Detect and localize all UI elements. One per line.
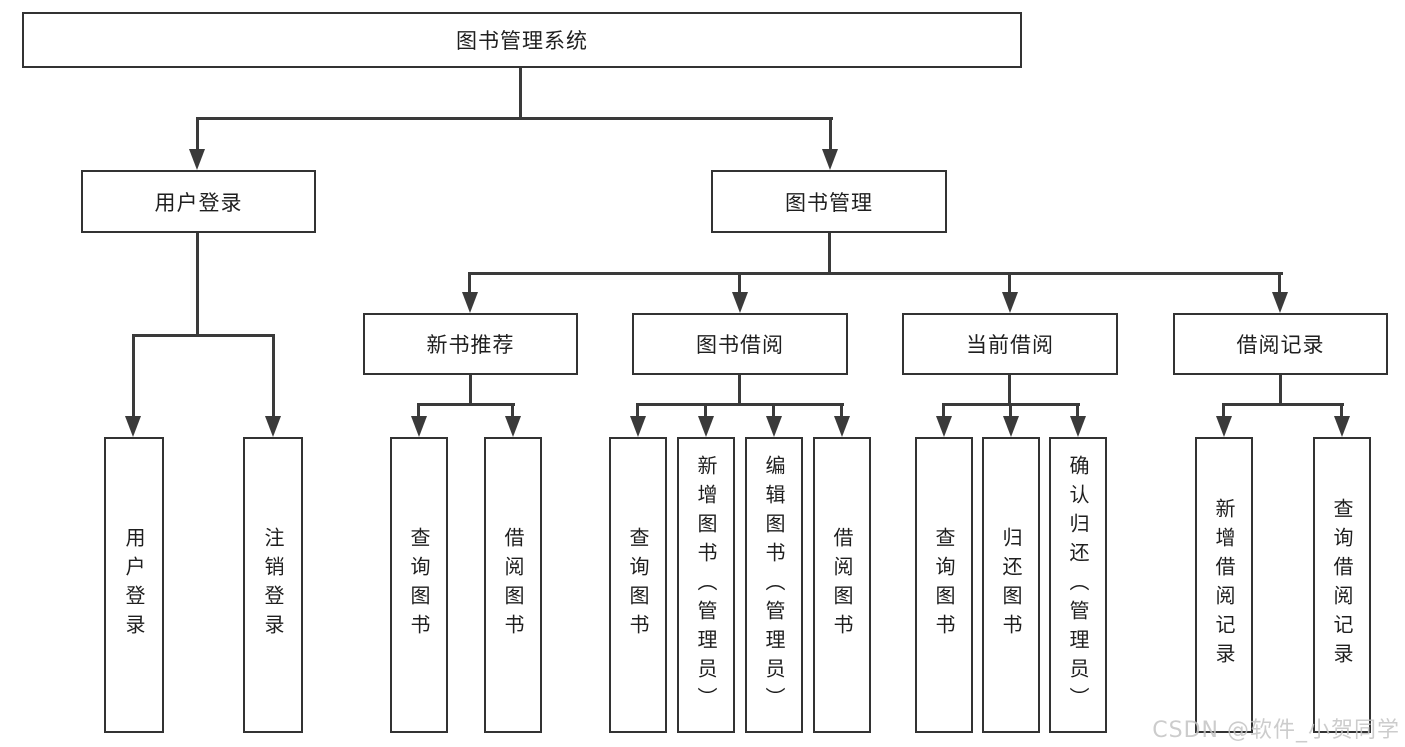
- arrow-down-icon: [834, 416, 850, 437]
- connector-line: [468, 272, 471, 294]
- arrow-down-icon: [1334, 416, 1350, 437]
- connector-line: [942, 403, 945, 418]
- arrow-down-icon: [411, 416, 427, 437]
- leaf-confirm-return-admin: 确认归还（管理员）: [1049, 437, 1107, 733]
- connector-line: [469, 272, 1283, 275]
- connector-line: [738, 272, 741, 294]
- arrow-down-icon: [189, 149, 205, 170]
- leaf-query-books-borrowing: 查询图书: [609, 437, 667, 733]
- connector-line: [738, 375, 741, 406]
- connector-line: [132, 334, 275, 337]
- leaf-borrow-books-label: 借阅图书: [830, 527, 854, 643]
- arrow-down-icon: [630, 416, 646, 437]
- leaf-edit-book-admin-label: 编辑图书（管理员）: [762, 454, 786, 716]
- connector-line: [519, 68, 522, 120]
- leaf-query-books-borrowing-label: 查询图书: [626, 527, 650, 643]
- node-user-login: 用户登录: [81, 170, 316, 233]
- leaf-logout: 注销登录: [243, 437, 303, 733]
- leaf-return-book: 归还图书: [982, 437, 1040, 733]
- leaf-return-book-label: 归还图书: [999, 527, 1023, 643]
- connector-line: [196, 117, 199, 151]
- leaf-query-borrow-record-label: 查询借阅记录: [1330, 498, 1354, 672]
- arrow-down-icon: [265, 416, 281, 437]
- connector-line: [417, 403, 420, 418]
- connector-line: [636, 403, 639, 418]
- connector-line: [772, 403, 775, 418]
- leaf-borrow-books-recommend: 借阅图书: [484, 437, 542, 733]
- node-user-login-label: 用户登录: [154, 190, 243, 215]
- leaf-add-book-admin-label: 新增图书（管理员）: [694, 454, 718, 716]
- leaf-add-borrow-record: 新增借阅记录: [1195, 437, 1253, 733]
- arrow-down-icon: [1070, 416, 1086, 437]
- connector-line: [840, 403, 843, 418]
- node-root-label: 图书管理系统: [456, 29, 588, 53]
- node-borrowing-records: 借阅记录: [1173, 313, 1388, 375]
- leaf-borrow-books-recommend-label: 借阅图书: [501, 527, 525, 643]
- connector-line: [1076, 403, 1079, 418]
- node-new-book-recommendation-label: 新书推荐: [426, 333, 515, 357]
- arrow-down-icon: [505, 416, 521, 437]
- node-book-borrowing-label: 图书借阅: [696, 333, 784, 357]
- leaf-confirm-return-admin-label: 确认归还（管理员）: [1066, 454, 1090, 716]
- connector-line: [196, 233, 199, 337]
- arrow-down-icon: [936, 416, 952, 437]
- arrow-down-icon: [1216, 416, 1232, 437]
- leaf-user-login-label: 用户登录: [122, 527, 146, 643]
- connector-line: [828, 233, 831, 275]
- connector-line: [637, 403, 844, 406]
- connector-line: [1340, 403, 1343, 418]
- connector-line: [1222, 403, 1225, 418]
- connector-line: [1278, 272, 1281, 294]
- connector-line: [1008, 272, 1011, 294]
- leaf-query-borrow-record: 查询借阅记录: [1313, 437, 1371, 733]
- connector-line: [1009, 403, 1012, 418]
- leaf-edit-book-admin: 编辑图书（管理员）: [745, 437, 803, 733]
- node-book-borrowing: 图书借阅: [632, 313, 848, 375]
- connector-line: [196, 117, 833, 120]
- connector-line: [469, 375, 472, 406]
- node-new-book-recommendation: 新书推荐: [363, 313, 578, 375]
- leaf-add-borrow-record-label: 新增借阅记录: [1212, 498, 1236, 672]
- leaf-query-books-current-label: 查询图书: [932, 527, 956, 643]
- leaf-borrow-books: 借阅图书: [813, 437, 871, 733]
- connector-line: [418, 403, 515, 406]
- leaf-add-book-admin: 新增图书（管理员）: [677, 437, 735, 733]
- connector-line: [829, 117, 832, 151]
- arrow-down-icon: [1272, 292, 1288, 313]
- connector-line: [1279, 375, 1282, 406]
- connector-line: [132, 334, 135, 418]
- arrow-down-icon: [462, 292, 478, 313]
- node-book-management: 图书管理: [711, 170, 947, 233]
- arrow-down-icon: [822, 149, 838, 170]
- connector-line: [704, 403, 707, 418]
- leaf-query-books-recommend-label: 查询图书: [407, 527, 431, 643]
- connector-line: [1223, 403, 1344, 406]
- node-root-system: 图书管理系统: [22, 12, 1022, 68]
- arrow-down-icon: [1002, 292, 1018, 313]
- node-book-management-label: 图书管理: [785, 190, 873, 215]
- leaf-user-login: 用户登录: [104, 437, 164, 733]
- leaf-logout-label: 注销登录: [261, 527, 285, 643]
- connector-line: [511, 403, 514, 418]
- leaf-query-books-recommend: 查询图书: [390, 437, 448, 733]
- connector-line: [1008, 375, 1011, 406]
- arrow-down-icon: [125, 416, 141, 437]
- arrow-down-icon: [698, 416, 714, 437]
- csdn-watermark: CSDN @软件_小贺同学: [1152, 718, 1400, 743]
- arrow-down-icon: [1003, 416, 1019, 437]
- connector-line: [272, 334, 275, 418]
- node-current-borrowing-label: 当前借阅: [966, 333, 1054, 357]
- node-borrowing-records-label: 借阅记录: [1236, 333, 1325, 357]
- node-current-borrowing: 当前借阅: [902, 313, 1118, 375]
- leaf-query-books-current: 查询图书: [915, 437, 973, 733]
- arrow-down-icon: [732, 292, 748, 313]
- arrow-down-icon: [766, 416, 782, 437]
